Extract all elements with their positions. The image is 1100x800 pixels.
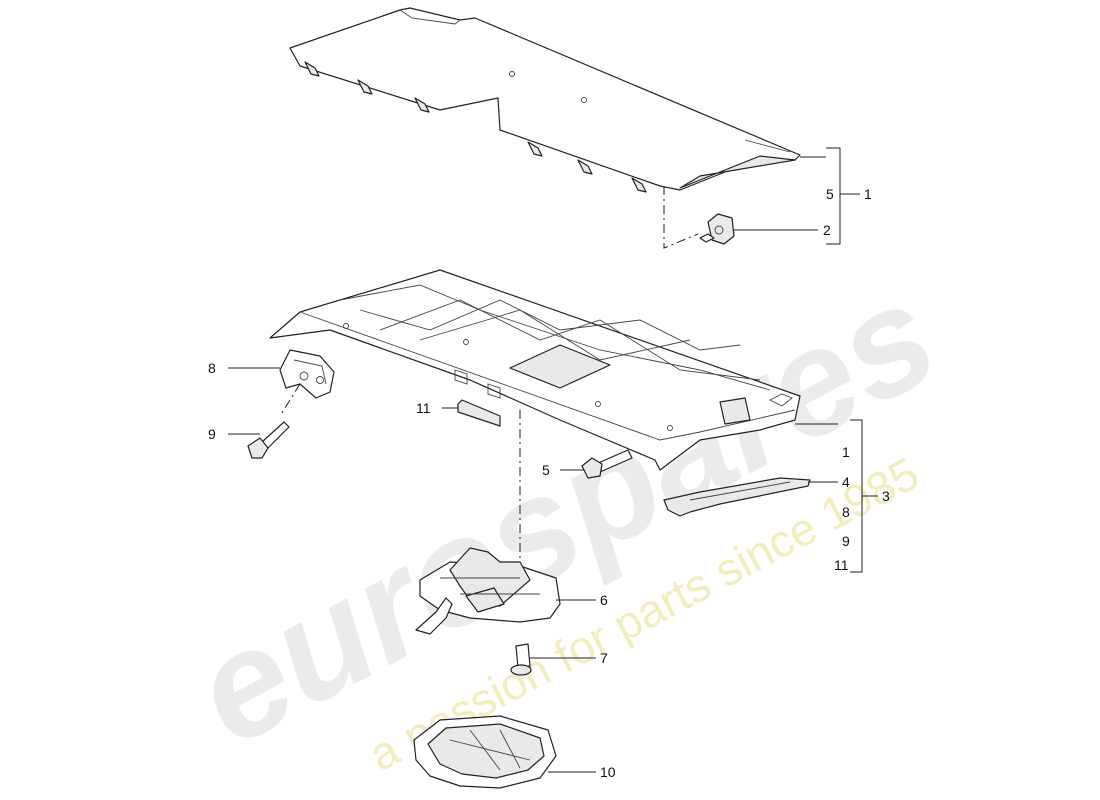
callout-9-right: 9 — [842, 533, 850, 549]
callout-1-upper: 1 — [864, 186, 872, 202]
callout-4: 4 — [842, 474, 850, 490]
callout-5-middle: 5 — [542, 462, 550, 478]
callout-9-left: 9 — [208, 426, 216, 442]
callout-5-upper: 5 — [826, 186, 834, 202]
shelf-cover-part — [289, 7, 801, 193]
callout-3: 3 — [882, 488, 890, 504]
callout-8-left: 8 — [208, 360, 216, 376]
callout-8-right: 8 — [842, 504, 850, 520]
bracket-part — [279, 349, 335, 399]
screw-lower-part — [510, 643, 532, 676]
callout-1-right: 1 — [842, 444, 850, 460]
alignment-lines — [279, 186, 699, 560]
latch-assembly-part — [415, 547, 561, 635]
shelf-frame-part — [269, 269, 801, 471]
callout-10: 10 — [600, 764, 616, 780]
callout-7: 7 — [600, 650, 608, 666]
callout-11-right: 11 — [834, 557, 849, 573]
leader-lines — [228, 147, 878, 773]
callout-labels: 5 1 2 8 9 11 5 1 4 3 8 9 11 6 7 10 — [208, 186, 890, 780]
screw-part — [581, 449, 633, 479]
callout-11-left: 11 — [416, 400, 431, 416]
clip-part — [699, 213, 735, 245]
cover-tray-part — [413, 715, 557, 789]
callout-6: 6 — [600, 592, 608, 608]
callout-2: 2 — [823, 222, 831, 238]
bolt-part — [247, 421, 290, 459]
seal-strip-part — [663, 477, 811, 517]
small-clip-part — [457, 399, 501, 427]
